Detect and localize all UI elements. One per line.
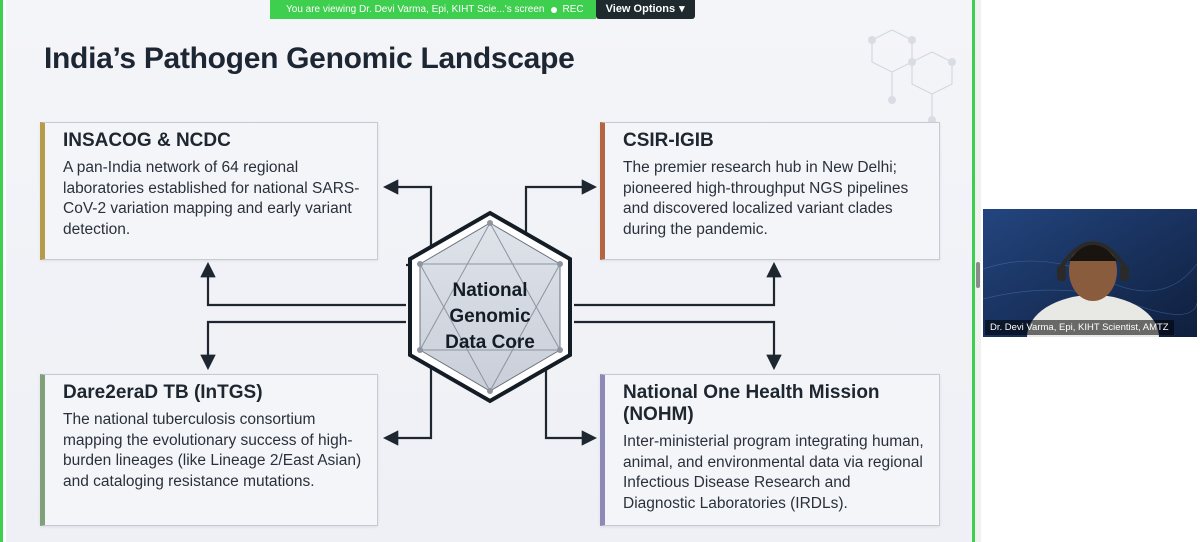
slide-title: India’s Pathogen Genomic Landscape [44, 42, 575, 75]
panel-scrollbar-thumb[interactable] [976, 262, 980, 288]
recording-icon [550, 6, 557, 13]
connector-dare-bottom [382, 360, 433, 446]
rec-label: REC [562, 4, 584, 15]
card-title: Dare2eraD TB (InTGS) [63, 382, 263, 403]
card-dare2erad-tb: Dare2eraD TB (InTGS) The national tuberc… [40, 374, 378, 526]
card-body: A pan-India network of 64 regional labor… [63, 159, 360, 238]
connector-dare-top [200, 320, 406, 371]
participant-video-tile[interactable]: Dr. Devi Varma, Epi, KIHT Scientist, AMT… [983, 209, 1197, 337]
viewing-indicator: You are viewing Dr. Devi Varma, Epi, KIH… [270, 0, 596, 19]
card-title: INSACOG & NCDC [63, 130, 231, 151]
card-body: Inter-ministerial program integrating hu… [623, 433, 924, 512]
participant-name-label: Dr. Devi Varma, Epi, KIHT Scientist, AMT… [985, 320, 1174, 335]
card-body: The premier research hub in New Delhi; p… [623, 159, 909, 238]
card-insacog: INSACOG & NCDC A pan-India network of 64… [40, 122, 378, 260]
data-core-hexagon [408, 210, 572, 404]
card-title: National One Health Mission (NOHM) [623, 382, 880, 425]
presentation-slide: India’s Pathogen Genomic Landscape [6, 0, 972, 542]
data-core-label-line: Data Core [445, 332, 535, 353]
connector-nohm-bottom [544, 360, 598, 446]
screen-share-banner: You are viewing Dr. Devi Varma, Epi, KIH… [270, 0, 695, 19]
participant-video-background [983, 209, 1197, 337]
connector-csir-bottom [574, 261, 782, 307]
view-options-button[interactable]: View Options ▾ [595, 0, 695, 19]
connector-insacog-bottom [200, 261, 406, 307]
card-csir-igib: CSIR-IGIB The premier research hub in Ne… [600, 122, 940, 260]
data-core-label-line: Genomic [449, 306, 531, 327]
shared-screen: India’s Pathogen Genomic Landscape [0, 0, 975, 542]
viewing-text: You are viewing Dr. Devi Varma, Epi, KIH… [286, 4, 545, 15]
card-body: The national tuberculosis consortium map… [63, 411, 362, 490]
data-core-label: National Genomic Data Core [406, 278, 574, 356]
connector-nohm-top [574, 320, 782, 371]
view-options-label: View Options [605, 3, 676, 15]
chevron-down-icon: ▾ [679, 3, 685, 15]
data-core-label-line: National [452, 280, 528, 301]
card-nohm: National One Health Mission (NOHM) Inter… [600, 374, 940, 526]
connector-lines [200, 179, 782, 446]
card-title: CSIR-IGIB [623, 130, 714, 151]
